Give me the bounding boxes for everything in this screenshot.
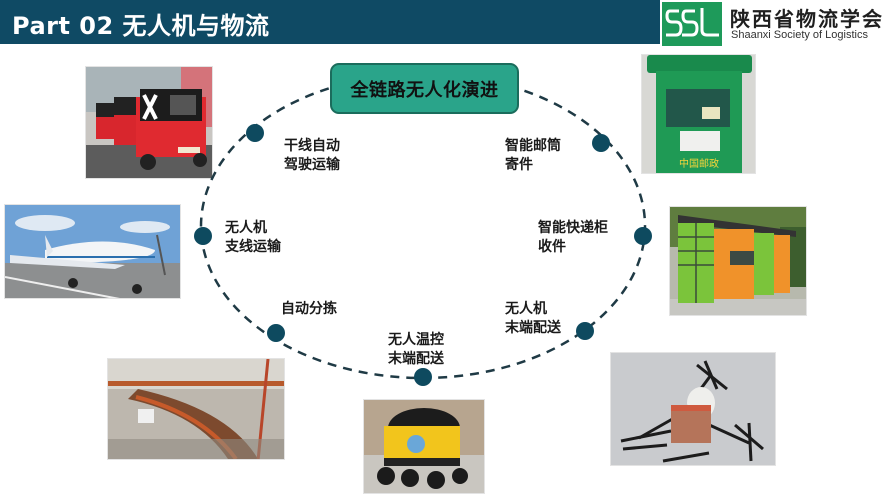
node-label-branch-drone: 无人机 支线运输 — [225, 220, 281, 255]
node-label-drone-delivery: 无人机 末端配送 — [505, 301, 561, 336]
smart-mailbox-photo: 中国邮政 — [641, 54, 756, 174]
slide-title: Part 02 无人机与物流 — [12, 12, 270, 40]
node-label-trunk: 干线自动 驾驶运输 — [284, 138, 340, 173]
svg-text:中国邮政: 中国邮政 — [679, 157, 719, 170]
ssl-logo — [662, 2, 722, 46]
node-label-sorting: 自动分拣 — [281, 301, 337, 317]
node-dot-robot-delivery — [414, 368, 432, 386]
center-label-box: 全链路无人化演进 — [330, 63, 519, 114]
node-dot-sorting — [267, 324, 285, 342]
delivery-drone-photo — [610, 352, 776, 466]
sorting-conveyor-photo — [107, 358, 285, 460]
node-dot-trunk — [246, 124, 264, 142]
cargo-drone-plane-photo — [4, 204, 181, 299]
node-label-robot-delivery: 无人温控 末端配送 — [388, 332, 444, 367]
node-label-locker: 智能快递柜 收件 — [538, 220, 608, 255]
ssl-logo-icon — [665, 8, 719, 37]
slide-header: Part 02 无人机与物流 — [0, 0, 660, 44]
node-dot-drone-delivery — [576, 322, 594, 340]
parcel-locker-photo — [669, 206, 807, 316]
autonomous-trucks-photo — [85, 66, 213, 179]
delivery-robot-photo — [363, 399, 485, 494]
node-dot-locker — [634, 227, 652, 245]
node-dot-branch-drone — [194, 227, 212, 245]
node-dot-mailbox — [592, 134, 610, 152]
society-name-cn: 陕西省物流学会 — [730, 7, 884, 31]
society-name-en: Shaanxi Society of Logistics — [731, 29, 868, 41]
node-label-mailbox: 智能邮筒 寄件 — [505, 138, 561, 173]
